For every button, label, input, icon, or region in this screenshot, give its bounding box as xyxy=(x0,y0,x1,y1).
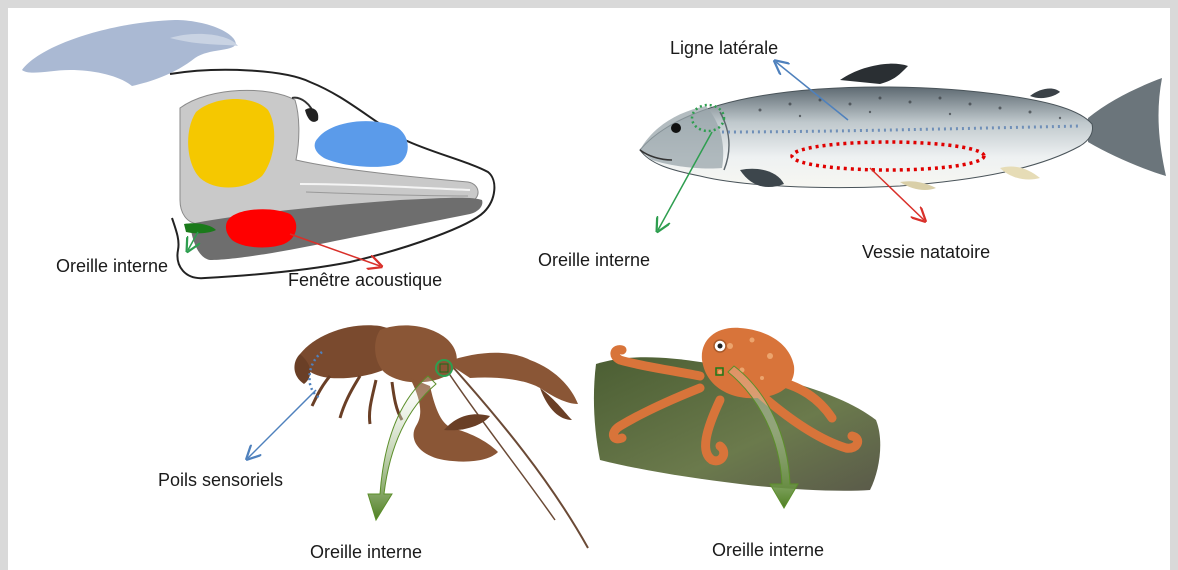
salmon-illustration xyxy=(640,64,1166,190)
label-fish-swim-bladder: Vessie natatoire xyxy=(862,242,990,263)
label-dolphin-acoustic-window: Fenêtre acoustique xyxy=(288,270,442,291)
label-fish-lateral-line: Ligne latérale xyxy=(670,38,778,59)
label-dolphin-inner-ear: Oreille interne xyxy=(56,256,168,277)
dolphin-thumbnail xyxy=(22,20,238,86)
label-crayfish-inner-ear: Oreille interne xyxy=(310,542,422,563)
octopus-illustration xyxy=(594,328,880,491)
crayfish-sensory-hairs-arrow xyxy=(248,390,316,458)
dolphin-head-diagram xyxy=(170,70,494,278)
label-octopus-inner-ear: Oreille interne xyxy=(712,540,824,561)
crayfish-illustration xyxy=(294,325,588,548)
label-crayfish-sensory-hairs: Poils sensoriels xyxy=(158,470,283,491)
label-fish-inner-ear: Oreille interne xyxy=(538,250,650,271)
